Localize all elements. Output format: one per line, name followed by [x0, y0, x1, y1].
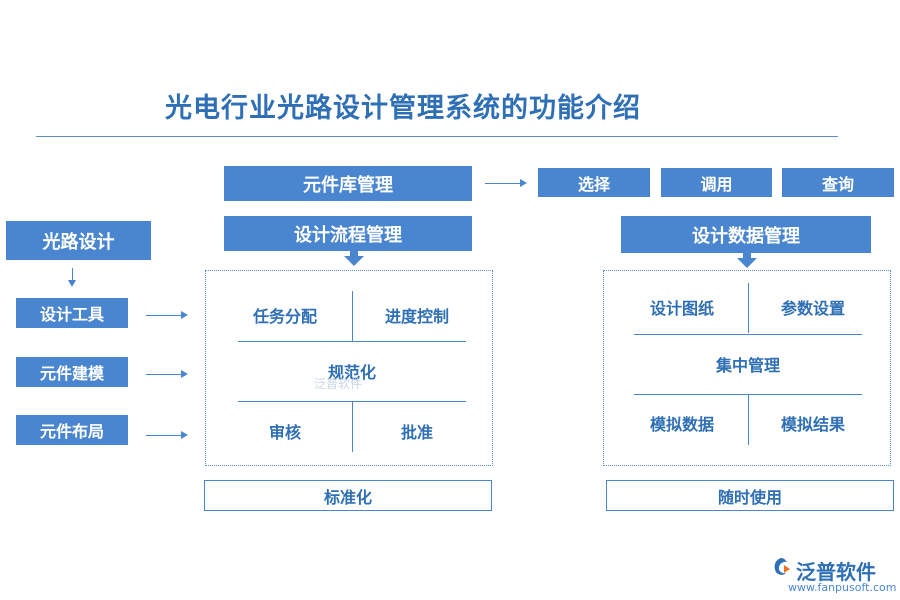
- divider: [352, 291, 353, 341]
- left-item-design-tool: 设计工具: [16, 298, 128, 328]
- action-invoke: 调用: [661, 168, 772, 197]
- right-arrow: [485, 179, 527, 187]
- left-item-component-modeling: 元件建模: [16, 357, 128, 387]
- down-arrow-small: [68, 268, 76, 287]
- data-simulation-results: 模拟结果: [780, 415, 845, 434]
- down-arrow-icon: [344, 256, 364, 266]
- data-design-drawings: 设计图纸: [649, 299, 714, 318]
- process-panel: [205, 270, 493, 466]
- divider: [238, 401, 466, 402]
- component-library-box: 元件库管理: [224, 166, 472, 201]
- process-review: 审核: [268, 423, 301, 442]
- left-item-component-layout: 元件布局: [16, 415, 128, 445]
- divider: [748, 395, 749, 445]
- process-standardize: 规范化: [327, 363, 376, 382]
- data-centralized-management: 集中管理: [715, 356, 780, 375]
- right-arrow: [146, 370, 188, 378]
- down-arrow-icon: [737, 258, 757, 268]
- process-task-assignment: 任务分配: [252, 307, 317, 326]
- process-progress-control: 进度控制: [384, 307, 449, 326]
- process-approve: 批准: [400, 423, 433, 442]
- fanpu-logo-icon: [770, 556, 792, 578]
- watermark: 泛普软件: [314, 377, 363, 391]
- logo-url: www.fanpusoft.com: [788, 581, 897, 594]
- logo-name: 泛普软件: [796, 560, 876, 584]
- data-parameter-settings: 参数设置: [780, 299, 845, 318]
- data-management-box: 设计数据管理: [621, 216, 871, 253]
- title-divider: [36, 136, 838, 137]
- data-panel: [603, 270, 891, 466]
- right-arrow: [146, 431, 188, 439]
- right-arrow: [146, 311, 188, 319]
- divider: [748, 283, 749, 333]
- divider: [238, 341, 466, 342]
- action-query: 查询: [782, 168, 894, 197]
- page-title: 光电行业光路设计管理系统的功能介绍: [165, 93, 641, 124]
- divider: [352, 402, 353, 452]
- process-footer-standardization: 标准化: [204, 480, 492, 511]
- data-footer-use-anytime: 随时使用: [606, 480, 894, 511]
- data-simulation-data: 模拟数据: [649, 415, 714, 434]
- divider: [634, 394, 862, 395]
- action-select: 选择: [538, 168, 650, 197]
- down-arrow-stem: [350, 251, 358, 256]
- process-management-box: 设计流程管理: [224, 216, 472, 251]
- divider: [634, 334, 862, 335]
- down-arrow-stem: [743, 253, 751, 258]
- optical-design-box: 光路设计: [6, 221, 151, 260]
